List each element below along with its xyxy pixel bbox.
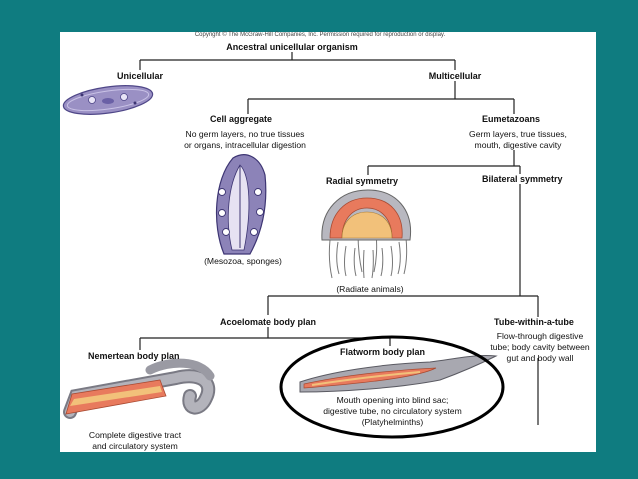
flatworm-desc-3: (Platyhelminths) [361,417,424,427]
eumetazoans-desc-2: mouth, digestive cavity [474,140,562,150]
node-tube-within-tube: Tube-within-a-tube [494,317,574,327]
radial-example: (Radiate animals) [336,284,404,294]
node-multicellular: Multicellular [428,71,482,81]
node-acoelomate: Acoelomate body plan [219,317,317,327]
eumetazoans-desc-1: Germ layers, true tissues, [469,129,567,139]
paramecium-icon [62,85,154,115]
node-eumetazoans: Eumetazoans [482,114,541,124]
cell-aggregate-desc-2: or organs, intracellular digestion [184,140,306,150]
node-nemertean: Nemertean body plan [88,351,180,361]
nemertean-desc-1: Complete digestive tract [88,430,182,440]
nemertean-worm-icon [63,358,216,419]
flatworm-icon [299,354,498,393]
node-ancestral: Ancestral unicellular organism [226,42,358,52]
tube-desc-1: Flow-through digestive [496,331,584,341]
jellyfish-icon [321,189,412,279]
node-radial-symmetry: Radial symmetry [326,176,399,186]
copyright-notice: Copyright © The McGraw-Hill Companies, I… [194,32,446,38]
node-flatworm: Flatworm body plan [340,347,426,357]
tube-desc-2: tube; body cavity between [490,342,590,352]
node-bilateral-symmetry: Bilateral symmetry [482,174,563,184]
tube-desc-3: gut and body wall [506,353,574,363]
flatworm-desc-2: digestive tube, no circulatory system [323,406,462,416]
flatworm-desc-1: Mouth opening into blind sac; [336,395,449,405]
sponge-icon [215,154,267,255]
cell-aggregate-desc-1: No germ layers, no true tissues [185,129,305,139]
cell-aggregate-example: (Mesozoa, sponges) [204,256,282,266]
node-cell-aggregate: Cell aggregate [210,114,273,124]
flatworm-highlight-oval [279,335,505,439]
nemertean-desc-2: and circulatory system [92,441,178,451]
node-unicellular: Unicellular [116,71,163,81]
